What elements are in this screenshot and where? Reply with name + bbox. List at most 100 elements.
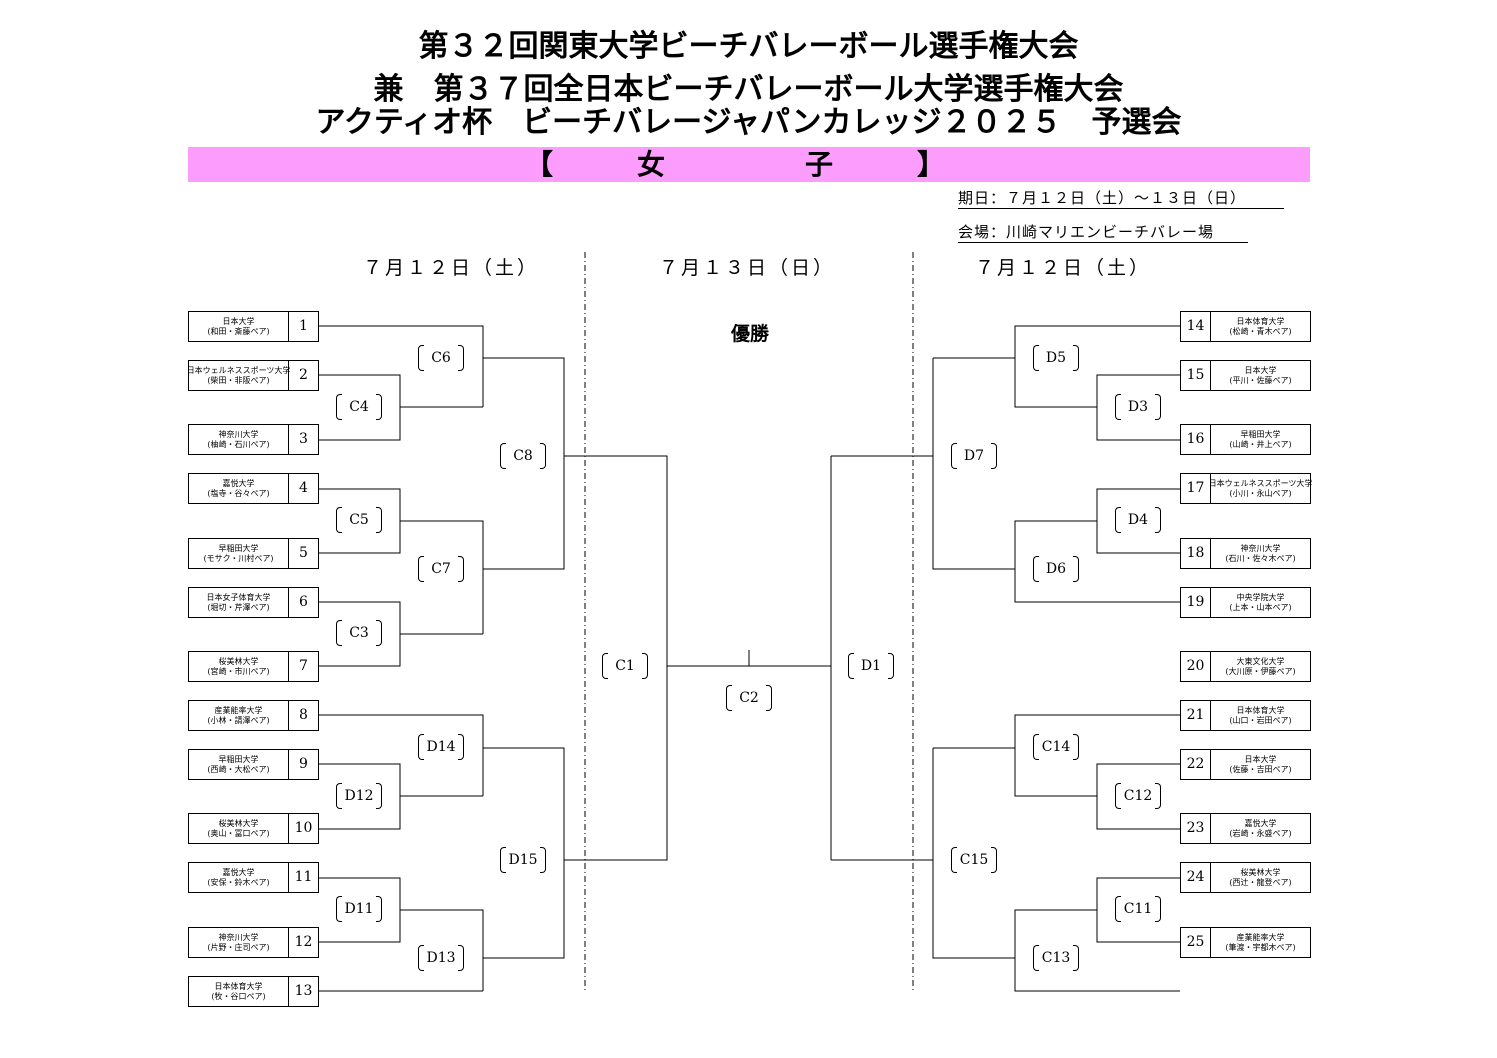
team-entry: 日本体育大学(松崎・青木ペア)14 bbox=[1180, 311, 1311, 342]
team-seed: 18 bbox=[1180, 538, 1211, 569]
team-name-box: 桜美林大学(宮崎・市川ペア) bbox=[188, 651, 289, 682]
team-name-box: 日本大学(和田・斎藤ペア) bbox=[188, 311, 289, 342]
team-entry: 神奈川大学(片野・庄司ペア)12 bbox=[188, 927, 319, 958]
team-entry: 日本大学(佐藤・吉田ペア) 22 bbox=[1180, 749, 1311, 780]
team-entry: 神奈川大学(柚崎・石川ペア)3 bbox=[188, 424, 319, 455]
team-pair: (片野・庄司ペア) bbox=[207, 942, 270, 952]
team-school: 日本大学 bbox=[1244, 365, 1277, 375]
title-line-2: 兼 第３７回全日本ビーチバレーボール大学選手権大会 bbox=[373, 72, 1124, 107]
team-seed: 3 bbox=[288, 424, 319, 455]
team-school: 日本ウェルネススポーツ大学 bbox=[1208, 478, 1313, 488]
team-seed: 6 bbox=[288, 587, 319, 618]
team-name-box: 産業能率大学(小林・請澤ペア) bbox=[188, 700, 289, 731]
team-school: 日本ウェルネススポーツ大学 bbox=[186, 365, 291, 375]
day-label-left: ７月１２日（土） bbox=[363, 257, 540, 279]
team-name-box: 早稲田大学(モサク・川村ペア) bbox=[188, 538, 289, 569]
team-school: 神奈川大学 bbox=[1240, 543, 1281, 553]
team-school: 日本大学 bbox=[222, 316, 255, 326]
team-entry: 早稲田大学(モサク・川村ペア)5 bbox=[188, 538, 319, 569]
team-school: 桜美林大学 bbox=[218, 818, 259, 828]
match-label: D12 bbox=[336, 781, 382, 811]
team-pair: (小林・請澤ペア) bbox=[207, 715, 270, 725]
match-label: D14 bbox=[418, 732, 464, 762]
team-name-box: 日本大学(平川・佐藤ペア) bbox=[1210, 360, 1311, 391]
match-label: C15 bbox=[951, 845, 997, 875]
team-name-box: 日本ウェルネススポーツ大学(小川・永山ペア) bbox=[1208, 473, 1313, 504]
team-pair: (松崎・青木ペア) bbox=[1229, 326, 1292, 336]
division-label: 【 女 子 】 bbox=[524, 148, 973, 181]
team-seed: 9 bbox=[288, 749, 319, 780]
team-pair: (モサク・川村ペア) bbox=[203, 553, 274, 563]
team-seed: 20 bbox=[1180, 651, 1211, 682]
team-entry: 神奈川大学(石川・佐々木ペア)18 bbox=[1180, 538, 1311, 569]
match-label: C7 bbox=[418, 554, 464, 584]
match-label: C2 bbox=[726, 683, 772, 713]
team-seed: 24 bbox=[1180, 862, 1211, 893]
team-entry: 桜美林大学(宮崎・市川ペア)7 bbox=[188, 651, 319, 682]
team-seed: 22 bbox=[1180, 749, 1211, 780]
match-label: D4 bbox=[1115, 505, 1161, 535]
team-name-box: 日本体育大学(牧・谷口ペア) bbox=[188, 976, 289, 1007]
team-seed: 5 bbox=[288, 538, 319, 569]
team-pair: (筆渡・宇都木ペア) bbox=[1225, 942, 1296, 952]
match-label: C4 bbox=[336, 392, 382, 422]
team-school: 日本体育大学 bbox=[1236, 316, 1285, 326]
team-name-box: 早稲田大学(西崎・大松ペア) bbox=[188, 749, 289, 780]
team-name-box: 嘉悦大学(安保・鈴木ペア) bbox=[188, 862, 289, 893]
team-entry: 日本体育大学(牧・谷口ペア)13 bbox=[188, 976, 319, 1007]
team-pair: (塩寺・谷々ペア) bbox=[207, 488, 270, 498]
team-pair: (柴田・非阪ペア) bbox=[207, 375, 270, 385]
event-date: 期日：７月１２日（土）～１３日（日） bbox=[958, 188, 1284, 209]
team-school: 早稲田大学 bbox=[1240, 429, 1281, 439]
team-seed: 7 bbox=[288, 651, 319, 682]
match-label: D1 bbox=[848, 651, 894, 681]
team-pair: (山口・岩田ペア) bbox=[1229, 715, 1292, 725]
team-name-box: 神奈川大学(柚崎・石川ペア) bbox=[188, 424, 289, 455]
team-pair: (山崎・井上ペア) bbox=[1229, 439, 1292, 449]
match-label: D3 bbox=[1115, 392, 1161, 422]
team-school: 神奈川大学 bbox=[218, 932, 259, 942]
team-entry: 日本ウェルネススポーツ大学(小川・永山ペア)17 bbox=[1180, 473, 1313, 504]
team-entry: 産業能率大学(筆渡・宇都木ペア)25 bbox=[1180, 927, 1311, 958]
team-pair: (牧・谷口ペア) bbox=[211, 991, 266, 1001]
team-name-box: 日本体育大学(山口・岩田ペア) bbox=[1210, 700, 1311, 731]
match-label: C1 bbox=[602, 651, 648, 681]
team-pair: (西辻・龍登ペア) bbox=[1229, 877, 1292, 887]
team-pair: (佐藤・吉田ペア) bbox=[1229, 764, 1292, 774]
team-school: 日本体育大学 bbox=[1236, 705, 1285, 715]
team-seed: 10 bbox=[288, 813, 319, 844]
team-name-box: 日本ウェルネススポーツ大学(柴田・非阪ペア) bbox=[186, 360, 291, 391]
team-school: 中央学院大学 bbox=[1236, 592, 1285, 602]
team-seed: 8 bbox=[288, 700, 319, 731]
team-school: 桜美林大学 bbox=[1240, 867, 1281, 877]
team-seed: 2 bbox=[288, 360, 319, 391]
team-pair: (堀切・芹澤ペア) bbox=[207, 602, 270, 612]
team-school: 日本体育大学 bbox=[214, 981, 263, 991]
team-pair: (和田・斎藤ペア) bbox=[207, 326, 270, 336]
team-entry: 桜美林大学(西辻・龍登ペア) 24 bbox=[1180, 862, 1311, 893]
team-entry: 早稲田大学(山崎・井上ペア)16 bbox=[1180, 424, 1311, 455]
match-label: C14 bbox=[1033, 732, 1079, 762]
team-entry: 中央学院大学(上本・山本ペア)19 bbox=[1180, 587, 1311, 618]
team-entry: 早稲田大学(西崎・大松ペア)9 bbox=[188, 749, 319, 780]
match-label: C6 bbox=[418, 343, 464, 373]
team-name-box: 日本体育大学(松崎・青木ペア) bbox=[1210, 311, 1311, 342]
team-name-box: 大東文化大学(大川原・伊藤ペア) bbox=[1210, 651, 1311, 682]
team-name-box: 神奈川大学(片野・庄司ペア) bbox=[188, 927, 289, 958]
team-school: 産業能率大学 bbox=[1236, 932, 1285, 942]
team-entry: 産業能率大学(小林・請澤ペア)8 bbox=[188, 700, 319, 731]
team-school: 嘉悦大学 bbox=[1244, 818, 1277, 828]
team-pair: (大川原・伊藤ペア) bbox=[1225, 666, 1296, 676]
team-entry: 日本体育大学(山口・岩田ペア)21 bbox=[1180, 700, 1311, 731]
team-entry: 嘉悦大学(安保・鈴木ペア)11 bbox=[188, 862, 319, 893]
team-seed: 15 bbox=[1180, 360, 1211, 391]
team-school: 日本大学 bbox=[1244, 754, 1277, 764]
match-label: C11 bbox=[1115, 894, 1161, 924]
team-entry: 嘉悦大学(岩崎・永盛ペア)23 bbox=[1180, 813, 1311, 844]
team-school: 嘉悦大学 bbox=[222, 478, 255, 488]
match-label: C3 bbox=[336, 618, 382, 648]
team-seed: 19 bbox=[1180, 587, 1211, 618]
match-label: D11 bbox=[336, 894, 382, 924]
team-school: 日本女子体育大学 bbox=[206, 592, 271, 602]
